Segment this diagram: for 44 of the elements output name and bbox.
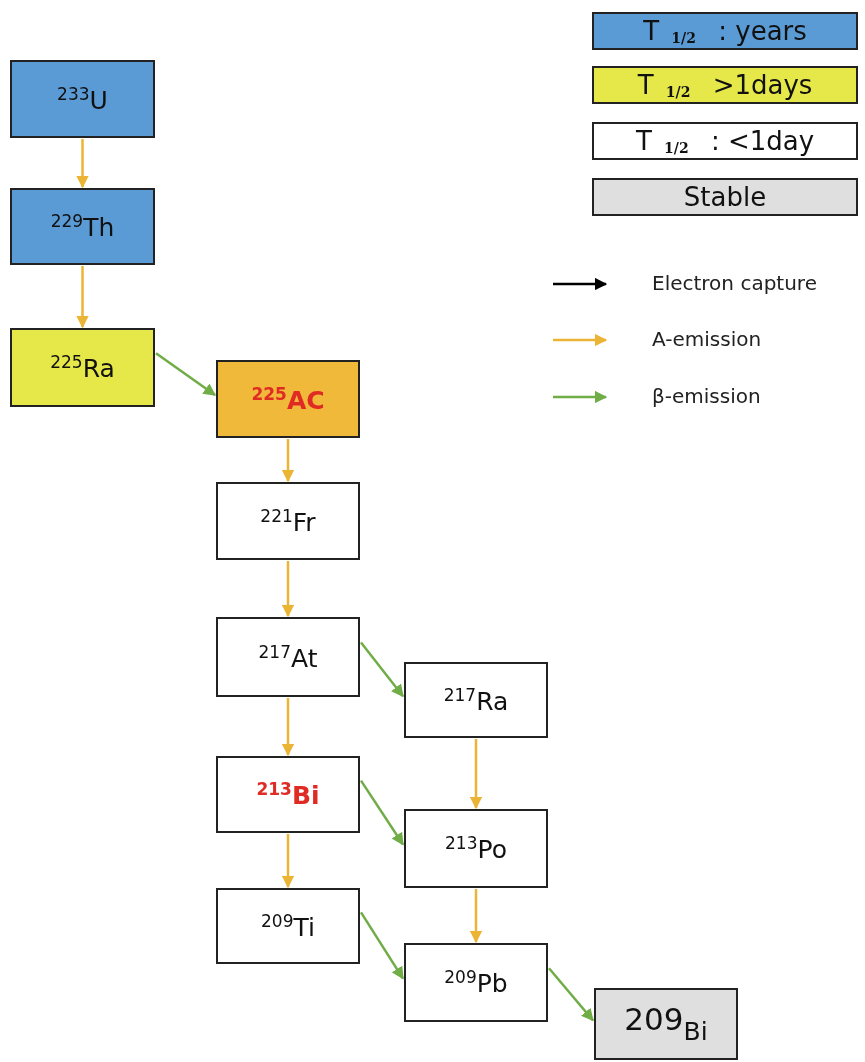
legend-label: β-emission [652,384,761,408]
legend-label: A-emission [652,327,762,351]
decay-arrow [359,779,405,846]
decay-arrow [360,641,404,698]
decay-arrow [469,739,483,810]
nuclide-box [10,328,155,407]
nuclide-label: $^{225}$AC [251,385,325,413]
nuclide-label: $^{225}$Ra [50,354,115,381]
nuclide-box [216,756,360,833]
nuclide-label: $^{221}$Fr [260,507,316,535]
decay-arrow [155,352,216,397]
nuclide-label: $^{213}$Bi [256,781,320,808]
decay-arrow [76,266,89,329]
legend-label: T $_{1/2}$ : years [643,17,807,45]
nuclide-box [216,360,360,438]
nuclide-box [10,188,155,265]
nuclide-box [404,662,548,738]
decay-arrow [359,911,405,980]
nuclide-label: $^{209}$Ti [261,912,315,940]
nuclide-label: $^{209}$Pb [444,969,508,996]
nuclide-box [404,943,548,1022]
legend-label: Stable [683,184,767,210]
nuclide-label: $^{229}$Th [50,213,115,240]
legend-label: T $_{1/2}$ : <1day [635,127,815,155]
nuclide-label: 209$_{Bi}$ [624,1004,708,1044]
decay-arrow [548,967,594,1022]
nuclide-label: $^{217}$Ra [443,686,509,714]
nuclide-box [594,988,738,1060]
decay-arrow [281,561,295,618]
decay-arrow [76,139,89,189]
decay-arrow [281,698,295,757]
decay-arrow [281,439,295,483]
decay-arrow [469,889,483,944]
nuclide-label: $^{217}$At [258,643,318,671]
nuclide-box [216,482,360,560]
nuclide-label: $^{213}$Po [445,835,507,862]
nuclide-box [216,888,360,964]
nuclide-box [404,809,548,888]
legend-label: Electron capture [652,271,817,295]
nuclide-box [10,60,155,138]
nuclide-label: $^{233}$U [57,85,108,113]
nuclide-box [216,617,360,697]
legend-label: T $_{1/2}$ >1days [637,71,813,99]
decay-arrow [281,834,295,889]
